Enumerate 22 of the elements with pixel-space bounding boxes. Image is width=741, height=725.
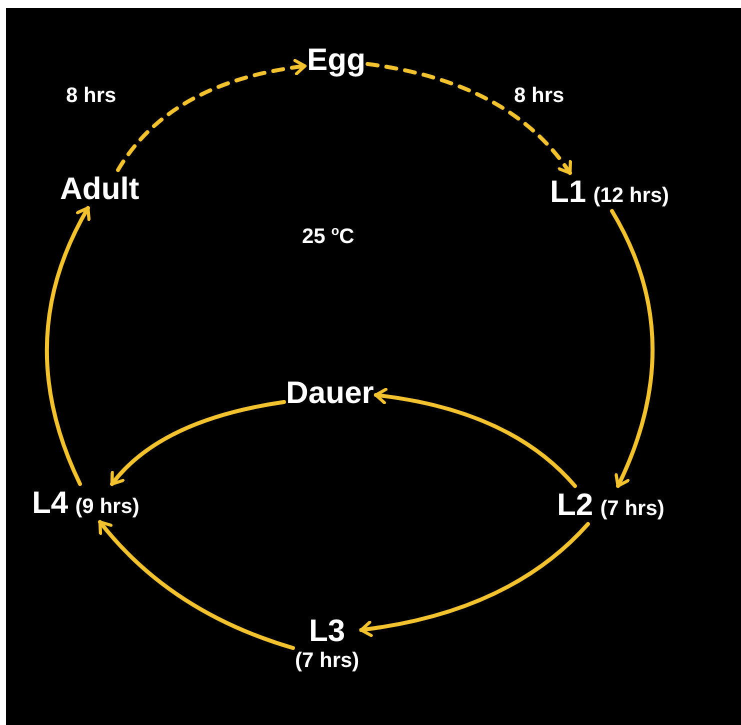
- duration-label: (7 hrs): [295, 648, 360, 674]
- arrow: [610, 209, 654, 488]
- arrow: [116, 59, 307, 172]
- arrow: [366, 62, 572, 175]
- arrow: [110, 400, 286, 486]
- temperature-label: 25 $^{o}$C: [302, 223, 354, 249]
- edge-label: 8 hrs: [514, 84, 564, 108]
- stage-label: L2: [557, 488, 594, 522]
- arrow: [374, 388, 577, 488]
- arrow: [45, 206, 91, 486]
- stage-label: L4: [32, 486, 68, 520]
- stage-label: L3: [309, 614, 346, 648]
- duration-label: (7 hrs): [600, 496, 664, 522]
- stage-label: L1: [550, 175, 586, 209]
- edge-label: 8 hrs: [66, 84, 116, 108]
- stage-label: Adult: [60, 172, 140, 206]
- arrow: [98, 520, 295, 650]
- arrow: [359, 522, 590, 637]
- stage-label: Egg: [307, 43, 366, 77]
- duration-label: (9 hrs): [75, 494, 140, 520]
- stage-label: Dauer: [286, 376, 374, 410]
- duration-label: (12 hrs): [593, 183, 670, 209]
